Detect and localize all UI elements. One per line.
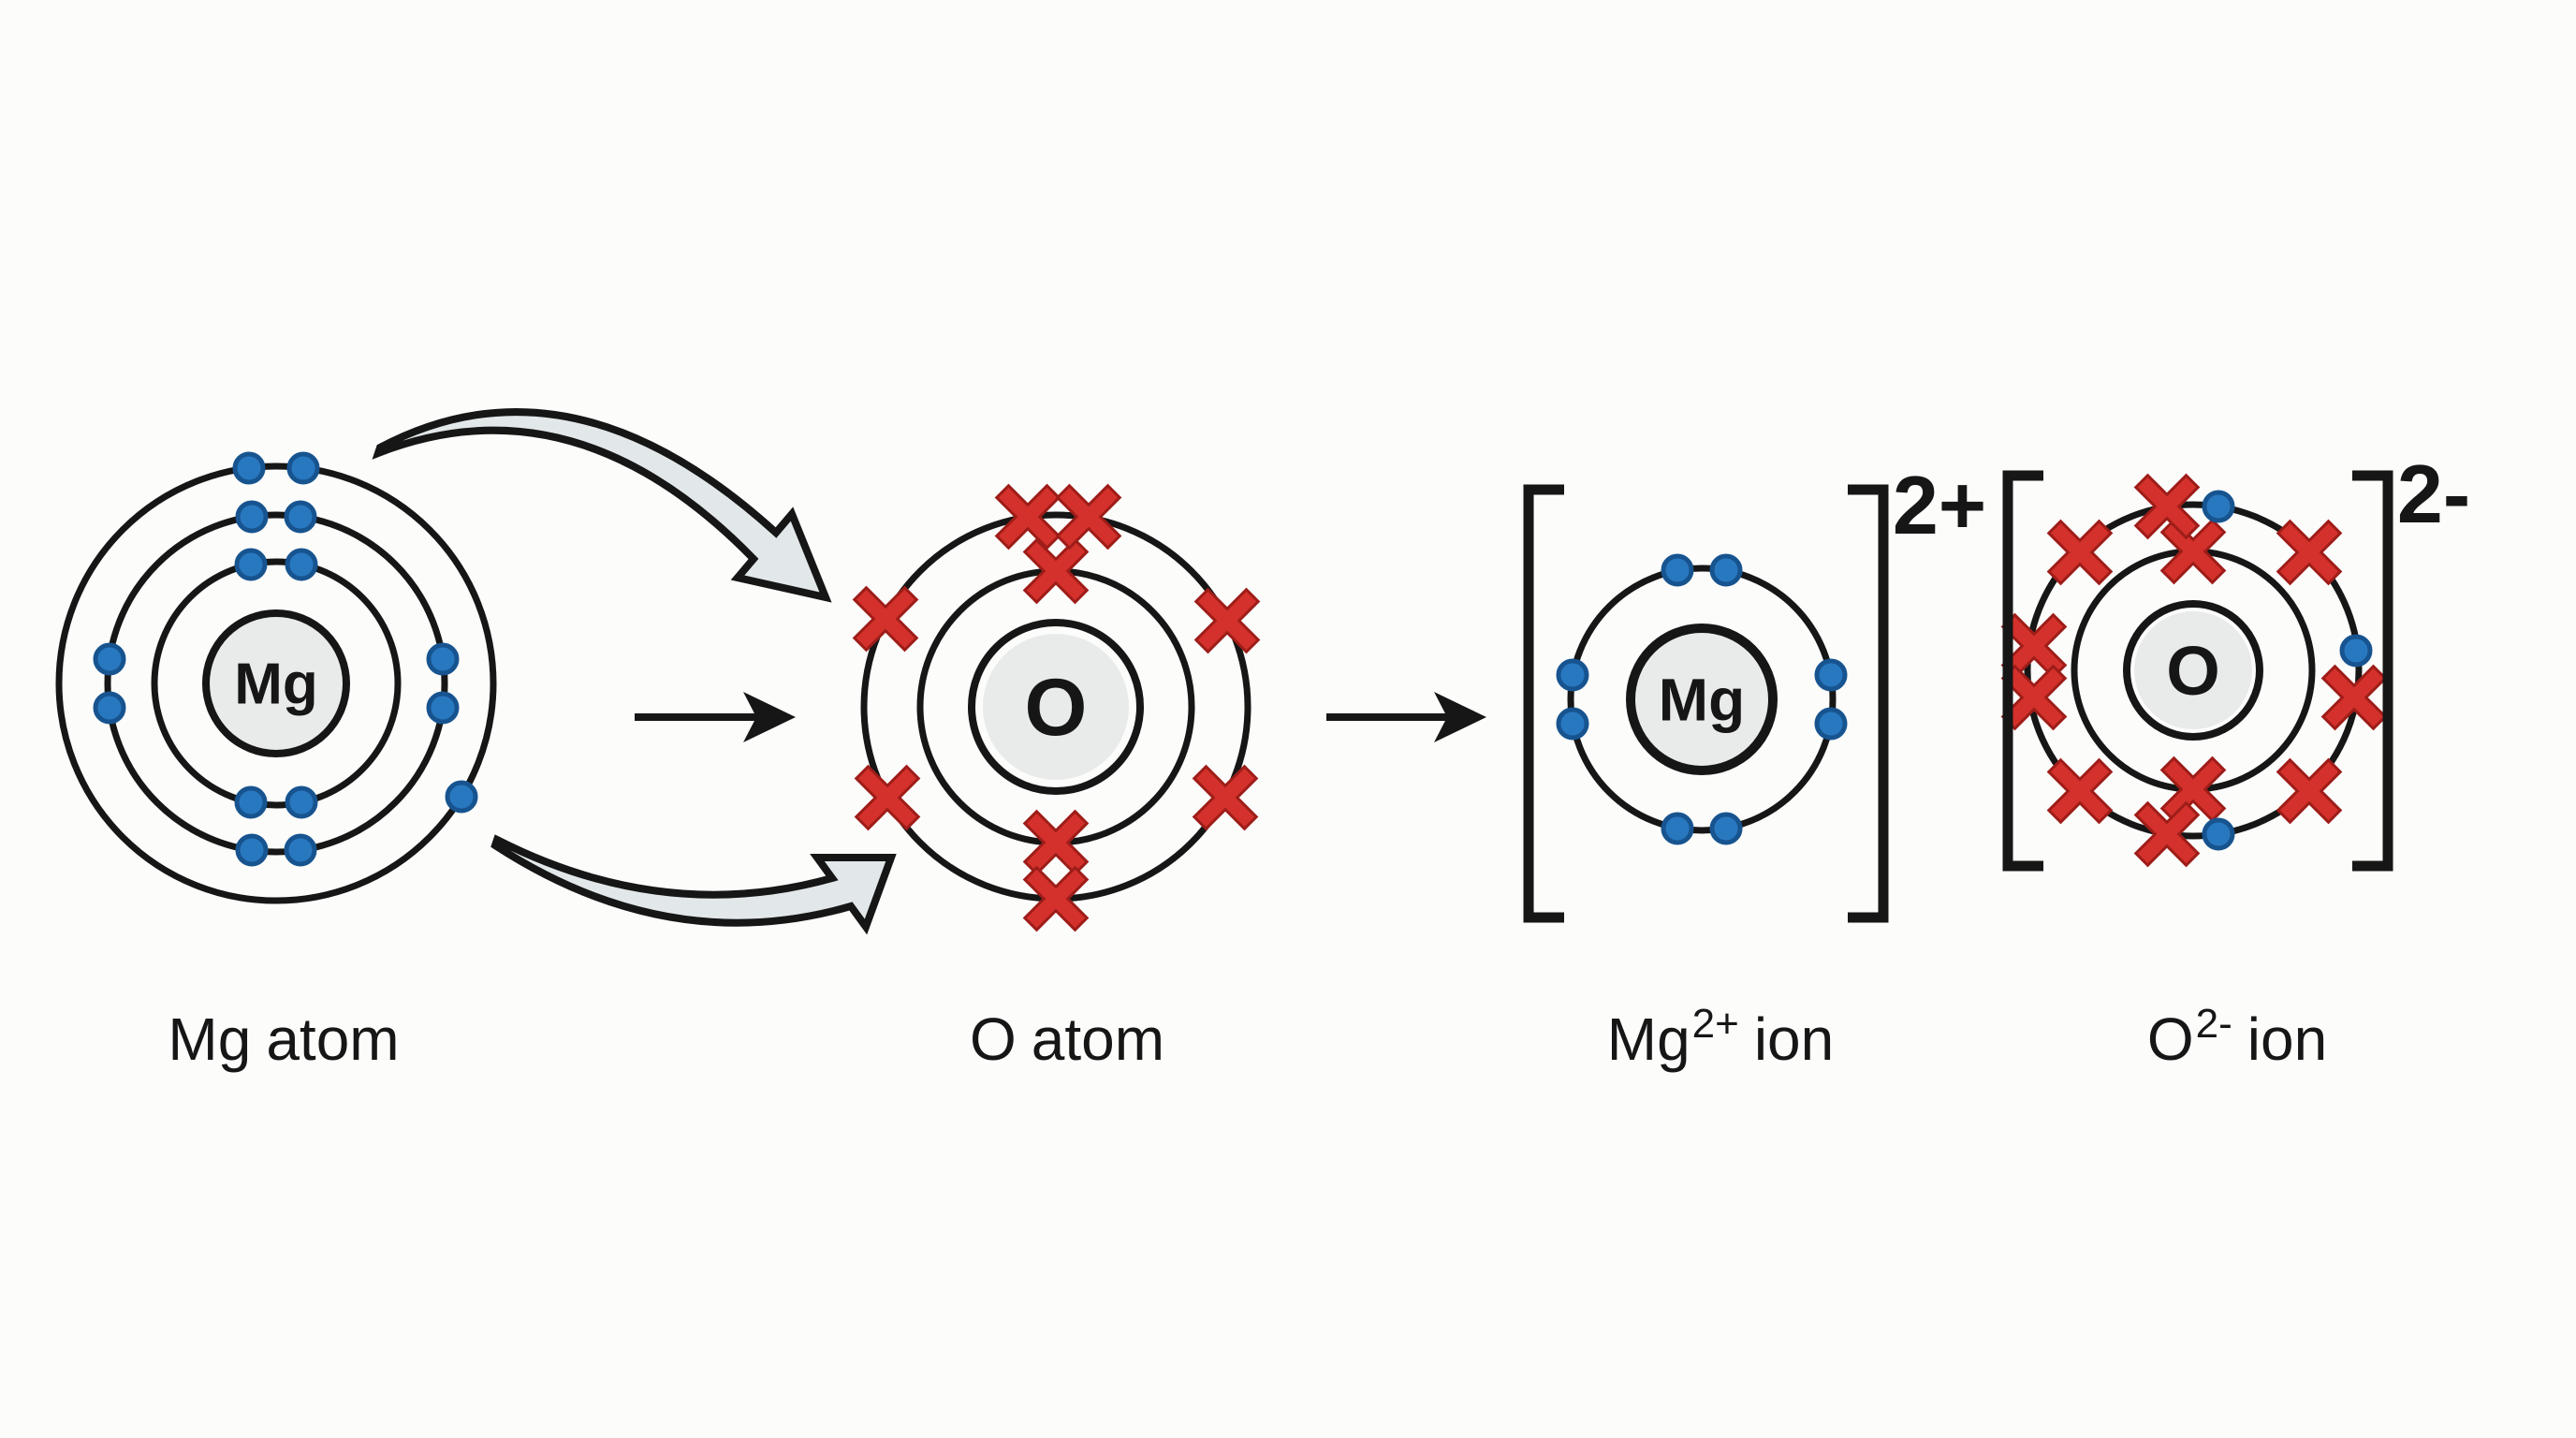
caption-rest: atom	[1032, 1005, 1164, 1073]
electron-cross	[1022, 809, 1090, 876]
nucleus	[1626, 624, 1778, 775]
nucleus	[202, 609, 350, 757]
bracket-left	[1523, 484, 1564, 923]
electron-dot	[2202, 817, 2235, 851]
caption-rest: ion	[2247, 1005, 2327, 1073]
electron-dot	[284, 833, 317, 867]
caption-rest: atom	[266, 1005, 399, 1073]
electron-dot	[285, 548, 318, 581]
electron-dot	[445, 780, 478, 814]
electron-cross	[2320, 664, 2388, 731]
electron-dot	[1556, 658, 1589, 692]
electron-cross	[2133, 800, 2201, 868]
electron-cross	[2046, 757, 2114, 825]
caption-base: Mg	[1607, 1005, 1690, 1073]
electron-dot	[284, 500, 317, 534]
charge-label: 2+	[1893, 459, 1986, 551]
nucleus-ring	[968, 619, 1144, 795]
caption-superscript: 2+	[1692, 1001, 1739, 1047]
electron-dot	[2339, 634, 2373, 668]
electron-dot	[426, 642, 460, 676]
nucleus-label: O	[2166, 632, 2220, 710]
electron-dot	[235, 500, 269, 534]
caption-base: O	[970, 1005, 1017, 1073]
electron-transfer-arrow-top	[372, 408, 832, 603]
curved-arrow-body	[372, 408, 832, 603]
electron-transfer-arrow-bottom	[490, 834, 897, 935]
o-ion: O2-O2-ion	[2000, 448, 2470, 1073]
electron-dot	[426, 691, 460, 725]
nucleus-label: Mg	[234, 653, 318, 717]
reaction-arrow-1	[635, 692, 796, 742]
electron-cross	[1192, 764, 1259, 831]
electron-dot	[1814, 658, 1848, 692]
arrowhead	[743, 692, 796, 742]
electron-dot	[232, 451, 266, 485]
reaction-arrow-2	[1326, 692, 1486, 742]
electron-cross	[1022, 865, 1090, 932]
electron-dot	[93, 691, 126, 725]
nucleus	[2134, 611, 2252, 729]
caption-base: Mg	[168, 1005, 251, 1073]
electron-shell	[55, 462, 497, 904]
caption-mg-ion: Mg2+ ion	[1607, 1001, 1834, 1073]
electron-dot	[235, 833, 269, 867]
electron-dot	[1661, 812, 1694, 845]
bracket-right	[1848, 484, 1889, 923]
mg-ion: Mg2+Mg2+ion	[1523, 459, 1986, 1073]
electron-cross	[2276, 519, 2343, 586]
electron-dot	[2202, 490, 2235, 523]
electron-shell	[151, 558, 402, 809]
electron-cross	[854, 764, 921, 831]
electron-dot	[1661, 553, 1694, 587]
electron-dot	[1709, 553, 1743, 587]
electron-cross	[1193, 587, 1261, 654]
electron-dot	[1709, 812, 1743, 845]
curved-arrow-body	[490, 834, 897, 935]
electron-dot	[93, 642, 126, 676]
electron-cross	[2046, 519, 2114, 586]
caption-superscript: 2-	[2196, 1001, 2232, 1047]
arrow-shaft	[635, 713, 756, 721]
electron-dot	[285, 785, 318, 819]
nucleus-label: O	[1025, 663, 1088, 753]
electron-dot	[1814, 707, 1848, 741]
caption-rest: ion	[1754, 1005, 1834, 1073]
nucleus-ring	[2123, 600, 2263, 741]
electron-shell	[1567, 565, 1837, 834]
caption-o-ion: O2- ion	[2147, 1001, 2327, 1073]
arrowhead	[1434, 692, 1486, 742]
electron-dot	[1556, 707, 1589, 741]
electron-dot	[234, 548, 268, 581]
nucleus-label: Mg	[1659, 666, 1745, 733]
nucleus	[983, 634, 1129, 780]
charge-label: 2-	[2397, 448, 2470, 540]
electron-cross	[2276, 757, 2343, 825]
bracket-right	[2352, 470, 2393, 872]
electron-cross	[994, 483, 1061, 550]
electron-cross	[1055, 483, 1122, 550]
electron-cross	[2000, 612, 2068, 680]
bracket-left	[2002, 470, 2043, 872]
arrow-shaft	[1326, 713, 1447, 721]
electron-dot	[234, 785, 268, 819]
electron-cross	[2133, 473, 2201, 540]
electron-shell	[104, 511, 448, 856]
electron-cross	[2000, 664, 2068, 731]
electron-cross	[852, 585, 919, 653]
caption-base: O	[2147, 1005, 2194, 1073]
electron-shell	[2024, 501, 2363, 840]
electron-dot	[286, 451, 320, 485]
